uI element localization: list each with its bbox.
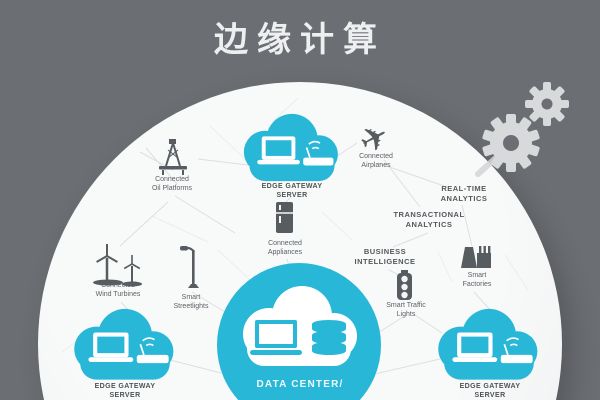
label-wind-turbines: Connected Wind Turbines <box>95 282 141 299</box>
database-icon <box>312 320 346 355</box>
page-title: 边缘计算 <box>214 22 386 59</box>
edge-gateway-cloud-top <box>242 113 339 182</box>
label-factories: Smart Factories <box>462 272 492 289</box>
label-realtime-analytics: REAL-TIME ANALYTICS <box>440 184 488 203</box>
streetlight-icon <box>180 246 199 288</box>
traffic-light-icon <box>397 270 412 300</box>
label-edge-gateway-top: EDGE GATEWAY SERVER <box>261 183 323 200</box>
label-transactional-analytics: TRANSACTIONAL ANALYTICS <box>393 210 465 229</box>
refrigerator-icon <box>276 202 293 233</box>
data-center-hub <box>217 263 381 400</box>
label-appliances: Connected Appliances <box>267 240 303 257</box>
edge-gateway-cloud-bottom-right <box>437 307 539 381</box>
label-oil-platforms: Connected Oil Platforms <box>151 176 193 193</box>
gears-icon <box>475 82 569 177</box>
wind-turbines-icon <box>93 244 142 287</box>
label-streetlights: Smart Streetlights <box>173 294 209 311</box>
factory-icon <box>461 246 491 268</box>
oil-platform-icon <box>159 139 187 175</box>
label-airplanes: Connected Airplanes <box>359 153 393 170</box>
label-business-intelligence: BUSINESS INTELLIGENCE <box>354 247 416 266</box>
label-edge-gateway-bottom-left: EDGE GATEWAY SERVER <box>94 383 156 400</box>
label-data-center: DATA CENTER/ <box>256 379 344 390</box>
label-traffic-lights: Smart Traffic Lights <box>386 302 426 319</box>
laptop-icon <box>250 320 302 355</box>
label-edge-gateway-bottom-right: EDGE GATEWAY SERVER <box>459 383 521 400</box>
edge-gateway-cloud-bottom-left <box>73 307 175 381</box>
